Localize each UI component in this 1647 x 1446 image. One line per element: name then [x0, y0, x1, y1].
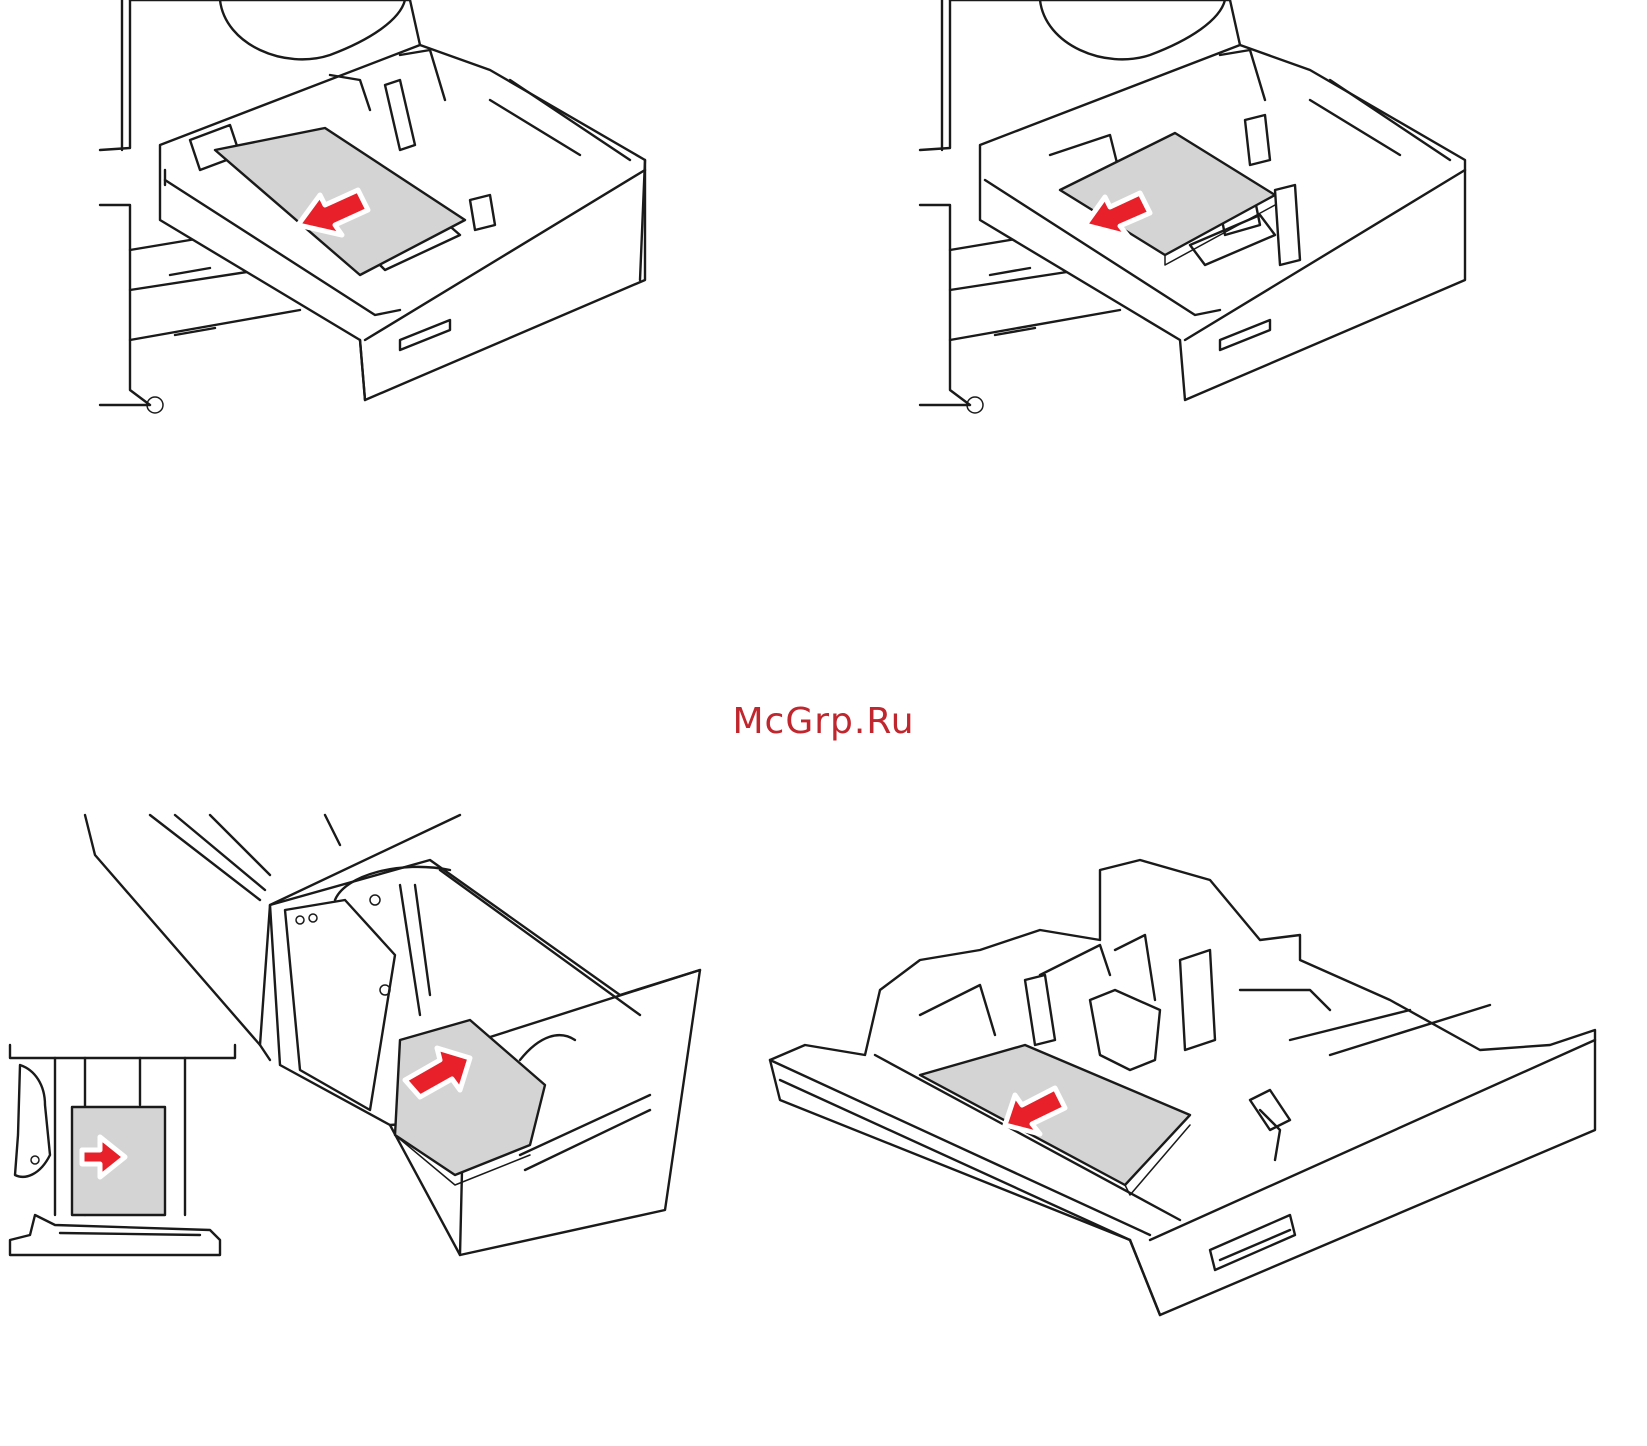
high-capacity-tray-load-figure — [0, 815, 730, 1335]
paper-tray-drawer-icon — [920, 0, 1510, 420]
paper-tray-drawer-icon — [770, 840, 1600, 1340]
watermark-text: McGrp.Ru — [0, 700, 1647, 744]
paper-tray-drawer-icon — [100, 0, 690, 420]
paper-tray-drawer-icon — [0, 815, 730, 1335]
removed-tray-load-figure — [770, 840, 1600, 1340]
tray-guides-adjust-figure — [920, 0, 1510, 420]
tray-pull-out-load-figure — [100, 0, 690, 420]
